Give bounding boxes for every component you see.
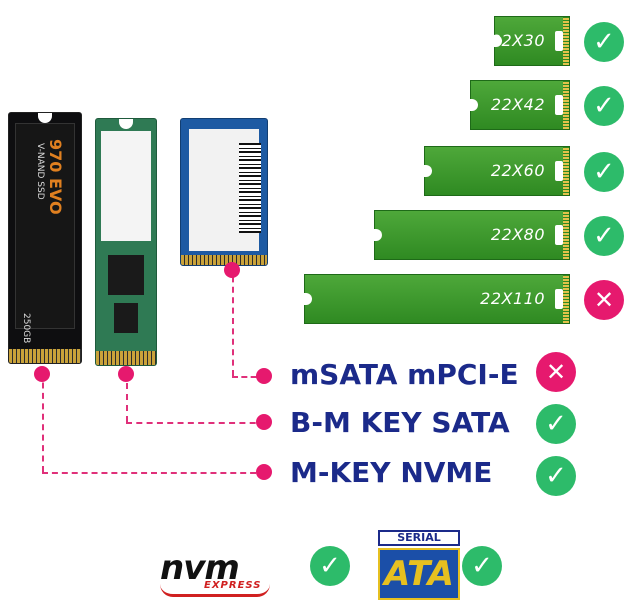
- connector-line: [126, 372, 128, 422]
- size-label: 22X110: [480, 289, 545, 308]
- size-label: 22X80: [490, 225, 545, 244]
- mounting-notch: [38, 113, 52, 123]
- serial-ata-logo: SERIAL ATA: [378, 530, 460, 600]
- connector-dot: [256, 464, 272, 480]
- bar-pins: [563, 81, 569, 129]
- size-bar-22x80: 22X80: [374, 210, 570, 260]
- ssd-series: V-NAND SSD: [35, 143, 45, 200]
- check-icon: ✓: [536, 404, 576, 444]
- bar-notch: [555, 289, 563, 309]
- check-icon: ✓: [462, 546, 502, 586]
- connector-dot: [118, 366, 134, 382]
- check-icon: ✓: [310, 546, 350, 586]
- sata-logo-box: ATA: [378, 548, 460, 600]
- size-bar-22x42: 22X42: [470, 80, 570, 130]
- connector-line: [232, 376, 266, 378]
- bar-pins: [563, 17, 569, 65]
- connector-dot: [34, 366, 50, 382]
- check-icon: ✓: [536, 456, 576, 496]
- size-label: 22X60: [490, 161, 545, 180]
- connector-line: [126, 422, 266, 424]
- gold-contacts: [181, 255, 267, 265]
- bar-notch: [555, 161, 563, 181]
- nvm-logo-word: nvm: [160, 548, 240, 588]
- connector-dot: [256, 368, 272, 384]
- bar-pins: [563, 275, 569, 323]
- interface-label-nvme: M-KEY NVME: [290, 456, 493, 489]
- cross-icon: ✕: [536, 352, 576, 392]
- connector-dot: [256, 414, 272, 430]
- check-icon: ✓: [584, 86, 624, 126]
- ssd-sticker: [189, 129, 261, 251]
- check-icon: ✓: [584, 22, 624, 62]
- connector-dot: [224, 262, 240, 278]
- nvm-logo-sub: EXPRESS: [204, 580, 262, 591]
- ssd-sticker: [101, 131, 151, 241]
- check-icon: ✓: [584, 216, 624, 256]
- connector-line: [42, 372, 44, 472]
- mounting-notch: [119, 119, 133, 129]
- bar-pins: [563, 211, 569, 259]
- barcode: [239, 143, 261, 233]
- sata-logo-word: ATA: [384, 554, 454, 594]
- nvme-ssd-image: 970 EVO V-NAND SSD 250GB: [8, 112, 82, 364]
- connector-line: [232, 266, 234, 376]
- cross-icon: ✕: [584, 280, 624, 320]
- size-label: 22X42: [490, 95, 545, 114]
- bar-notch: [555, 31, 563, 51]
- ssd-brand: 970 EVO: [46, 139, 65, 215]
- nvm-express-logo: nvm EXPRESS: [160, 548, 270, 597]
- sata-m2-ssd-image: [95, 118, 157, 366]
- bar-hook: [494, 35, 502, 47]
- ssd-label: [15, 123, 75, 329]
- bar-hook: [470, 99, 478, 111]
- interface-label-msata: mSATA mPCI-E: [290, 358, 519, 391]
- gold-contacts: [9, 349, 81, 363]
- size-bar-22x110: 22X110: [304, 274, 570, 324]
- ssd-capacity: 250GB: [21, 313, 31, 344]
- bar-pins: [563, 147, 569, 195]
- msata-ssd-image: [180, 118, 268, 266]
- sata-logo-top: SERIAL: [378, 530, 460, 546]
- bar-hook: [304, 293, 312, 305]
- interface-label-sata: B-M KEY SATA: [290, 406, 510, 439]
- check-icon: ✓: [584, 152, 624, 192]
- ssd-chip: [108, 255, 144, 295]
- bar-hook: [424, 165, 432, 177]
- bar-notch: [555, 95, 563, 115]
- logo-swoosh: [160, 584, 270, 597]
- bar-hook: [374, 229, 382, 241]
- size-label: 22X30: [490, 31, 545, 50]
- ssd-chip: [114, 303, 138, 333]
- gold-contacts: [96, 351, 156, 365]
- bar-notch: [555, 225, 563, 245]
- connector-line: [42, 472, 266, 474]
- size-bar-22x60: 22X60: [424, 146, 570, 196]
- size-bar-22x30: 22X30: [490, 16, 570, 66]
